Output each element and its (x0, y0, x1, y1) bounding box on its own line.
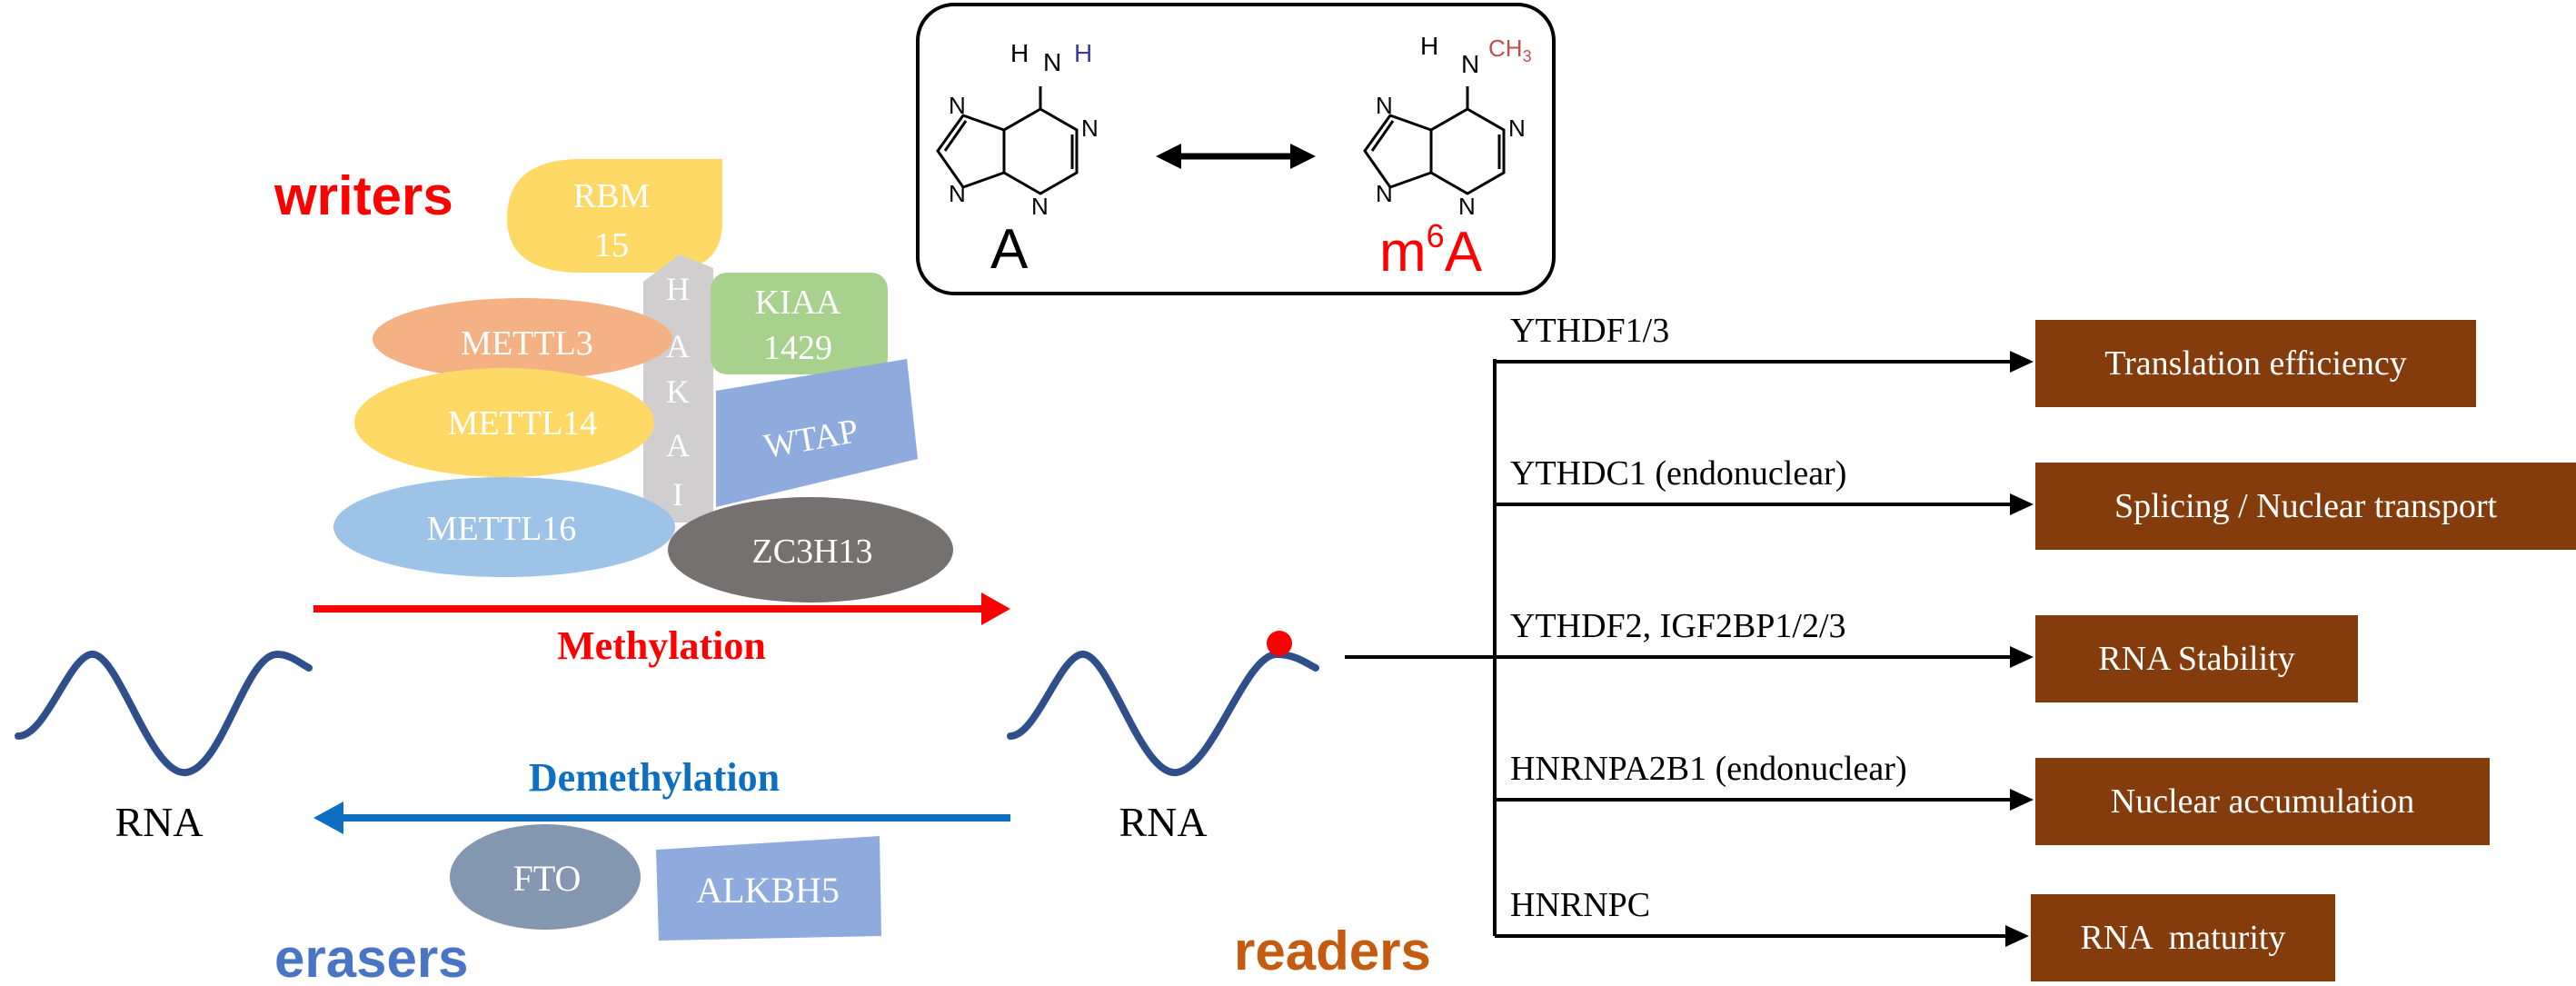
kiaa1429-label-line2: 1429 (763, 329, 832, 367)
wtap-shape (716, 359, 918, 507)
adenine-h-left: H (1010, 39, 1029, 67)
writers-complex: RBM 15 H A K A I METTL3 KIAA 1429 METTL1… (333, 159, 953, 603)
m6a-ring-n2: N (1508, 115, 1526, 142)
rbm15-shape (507, 159, 722, 273)
hakai-letter-4: A (666, 427, 690, 463)
reader-branch-arrowhead (2010, 646, 2034, 668)
reader-protein-label: YTHDF1/3 (1510, 312, 1669, 350)
m6a-ring-n3: N (1376, 180, 1393, 207)
mettl16-shape (333, 477, 675, 577)
outcome-box (2035, 615, 2358, 702)
reader-branch-arrowhead (2010, 351, 2034, 373)
mettl3-shape (373, 298, 672, 380)
hakai-letter-5: I (672, 476, 683, 513)
m6a-label: m6A (1379, 217, 1483, 284)
methylation-arrow (313, 593, 1010, 625)
m6a-structure (1363, 86, 1506, 195)
outcome-label: Nuclear accumulation (2111, 782, 2414, 821)
outcome-box (2031, 894, 2335, 981)
alkbh5-shape (656, 836, 881, 941)
rna-left-strand (15, 650, 313, 776)
adenine-n: N (1043, 48, 1061, 76)
hakai-letter-3: K (666, 373, 690, 410)
reader-pathway-4: HNRNPA2B1 (endonuclear) Nuclear accumulat… (1495, 750, 2490, 845)
m6a-h: H (1420, 32, 1438, 60)
fto-label: FTO (513, 858, 582, 899)
adenine-ring-n2: N (1081, 115, 1099, 142)
reader-branch-arrowhead (2010, 789, 2034, 811)
demethylation-label: Demethylation (529, 755, 780, 800)
m6a-ch3: CH3 (1488, 35, 1532, 65)
fto-shape (450, 824, 641, 930)
writers-title: writers (274, 165, 453, 226)
molecule-panel: H N H N N N N A H N CH3 N N N N m6A (916, 3, 1556, 295)
outcome-label: RNA Stability (2098, 640, 2294, 678)
mettl16-label: METTL16 (427, 510, 577, 548)
outcome-box (2035, 320, 2476, 407)
adenine-ring-n3: N (949, 180, 966, 207)
outcome-box (2035, 758, 2490, 845)
rna-right-label: RNA (1119, 799, 1207, 845)
erasers-title: erasers (274, 928, 469, 981)
zc3h13-shape (668, 497, 953, 603)
adenine-h-right: H (1074, 39, 1092, 67)
reader-protein-label: YTHDC1 (endonuclear) (1510, 454, 1846, 493)
zc3h13-label: ZC3H13 (752, 533, 873, 571)
demethylation-arrow (313, 802, 1010, 834)
rna-right-strand (1007, 650, 1319, 776)
reader-protein-label: HNRNPC (1510, 886, 1650, 924)
erasers-complex: FTO ALKBH5 (450, 824, 881, 941)
hakai-shape (643, 254, 713, 523)
adenine-label: A (990, 218, 1029, 281)
adenine-ring-n4: N (1031, 193, 1049, 220)
outcome-label: RNA maturity (2081, 919, 2286, 957)
adenine-ring-n1: N (949, 92, 966, 119)
m6a-methyl-mark (1267, 631, 1292, 656)
rbm15-label-line1: RBM (573, 177, 650, 215)
kiaa1429-label-line1: KIAA (755, 284, 842, 322)
m6a-ring-n1: N (1376, 92, 1393, 119)
methylation-label: Methylation (557, 623, 766, 668)
equilibrium-arrow (1156, 144, 1316, 169)
reader-protein-label: HNRNPA2B1 (endonuclear) (1510, 750, 1907, 788)
kiaa1429-shape (711, 273, 888, 374)
reader-branch-arrowhead (2005, 925, 2029, 947)
mettl14-shape (354, 368, 654, 477)
reader-branch-arrowhead (2010, 493, 2034, 515)
outcome-box (2035, 463, 2576, 550)
m6a-n: N (1461, 50, 1479, 78)
adenine-structure (936, 86, 1079, 195)
reader-protein-label: YTHDF2, IGF2BP1/2/3 (1510, 607, 1846, 645)
alkbh5-label: ALKBH5 (696, 870, 840, 911)
reader-pathway-2: YTHDC1 (endonuclear) Splicing / Nuclear t… (1495, 454, 2576, 550)
reader-pathway-5: HNRNPC RNA maturity (1495, 886, 2335, 981)
m6a-ring-n4: N (1458, 193, 1476, 220)
outcome-label: Splicing / Nuclear transport (2114, 487, 2498, 525)
mettl3-label: METTL3 (461, 324, 593, 363)
readers-title: readers (1234, 921, 1431, 981)
hakai-letter-1: H (666, 271, 690, 307)
outcome-label: Translation efficiency (2104, 344, 2406, 383)
rna-left-label: RNA (114, 799, 203, 845)
mettl14-label: METTL14 (448, 404, 598, 443)
rbm15-label-line2: 15 (594, 226, 629, 264)
